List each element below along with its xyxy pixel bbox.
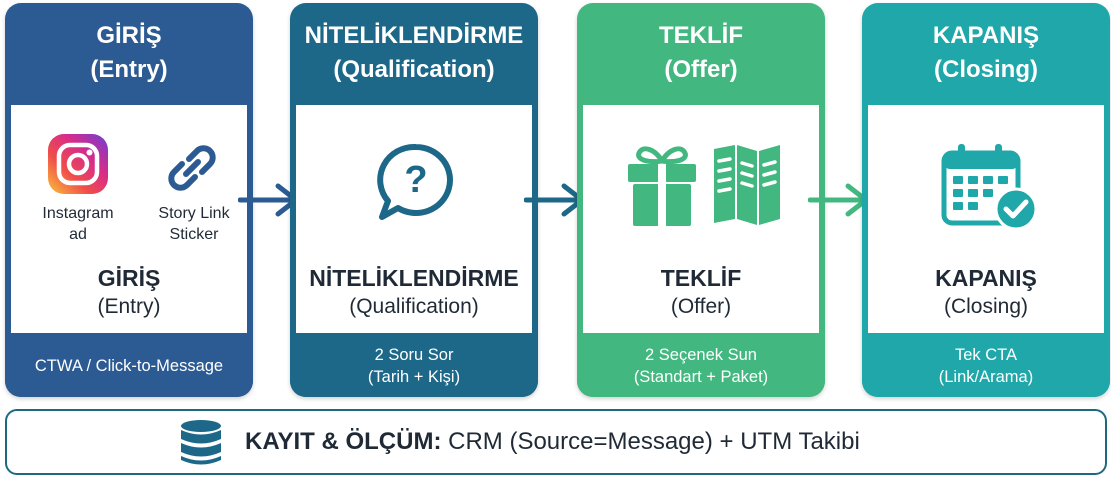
stage-header-subtitle: (Entry) (90, 55, 168, 83)
stage-header-title: NİTELİKLENDİRME (304, 21, 524, 49)
stage-card-entry: GİRİŞ (Entry) Instagram (5, 3, 253, 397)
footer-line: (Tarih + Kişi) (367, 368, 461, 386)
stage-title: GİRİŞ (97, 265, 161, 291)
stage-subtitle: (Entry) (97, 295, 161, 318)
stage-body: TEKLİF (Offer) (583, 105, 819, 333)
stage-footer: 2 Soru Sor (Tarih + Kişi) (290, 335, 538, 397)
label-line: ad (69, 226, 87, 243)
stage-header-subtitle: (Qualification) (333, 55, 495, 83)
stage-header-title: GİRİŞ (96, 21, 162, 49)
stage-card-closing: KAPANIŞ (Closing) (862, 3, 1110, 397)
stage-body: ? NİTELİKLENDİRME (Qualification) (296, 105, 532, 333)
stage-header: NİTELİKLENDİRME (Qualification) (290, 3, 538, 102)
stage-body: Instagram ad Story Link Sticker GİRİŞ (E… (11, 105, 247, 333)
brochure-icon (711, 141, 783, 232)
gift-icon (625, 139, 699, 234)
stage-subtitle: (Qualification) (349, 295, 479, 318)
stage-footer: Tek CTA (Link/Arama) (862, 335, 1110, 397)
stage-footer: 2 Seçenek Sun (Standart + Paket) (577, 335, 825, 397)
stage-header-title: KAPANIŞ (932, 21, 1040, 49)
stage-header: KAPANIŞ (Closing) (862, 3, 1110, 102)
stage-title: KAPANIŞ (935, 265, 1037, 291)
stage-header-title: TEKLİF (659, 21, 743, 49)
stage-header: TEKLİF (Offer) (577, 3, 825, 102)
footer-line: (Standart + Paket) (633, 368, 769, 386)
label-line: Instagram (42, 205, 114, 222)
stage-title: NİTELİKLENDİRME (309, 265, 519, 291)
stage-body: KAPANIŞ (Closing) (868, 105, 1104, 333)
stage-footer: CTWA / Click-to-Message (5, 335, 253, 397)
stage-card-offer: TEKLİF (Offer) (577, 3, 825, 397)
stage-header: GİRİŞ (Entry) (5, 3, 253, 102)
stage-card-qualification: NİTELİKLENDİRME (Qualification) ? NİTELİ… (290, 3, 538, 397)
instagram-icon (47, 133, 109, 200)
footer-line: CTWA / Click-to-Message (34, 357, 224, 375)
tracking-bold-label: KAYIT & ÖLÇÜM: (245, 428, 442, 455)
footer-line: 2 Seçenek Sun (645, 346, 757, 364)
footer-line: 2 Soru Sor (374, 346, 454, 364)
footer-line: (Link/Arama) (938, 368, 1034, 386)
stage-title: TEKLİF (660, 265, 742, 291)
stage-subtitle: (Closing) (943, 295, 1029, 318)
stage-header-subtitle: (Offer) (664, 55, 738, 83)
database-icon (179, 419, 223, 472)
stage-subtitle: (Offer) (670, 295, 732, 318)
calendar-check-icon (940, 141, 1040, 238)
footer-line: Tek CTA (954, 346, 1018, 364)
tracking-text: KAYIT & ÖLÇÜM: CRM (Source=Message) + UT… (245, 411, 860, 473)
svg-text:?: ? (404, 159, 427, 201)
link-icon (163, 139, 221, 202)
label-line: Sticker (169, 226, 219, 243)
question-bubble-icon: ? (374, 141, 458, 230)
stage-header-subtitle: (Closing) (934, 55, 1038, 83)
instagram-ad-label: Instagram ad (25, 203, 131, 245)
tracking-description: CRM (Source=Message) + UTM Takibi (441, 428, 860, 455)
tracking-bar: KAYIT & ÖLÇÜM: CRM (Source=Message) + UT… (5, 409, 1107, 475)
story-link-sticker-label: Story Link Sticker (139, 203, 249, 245)
label-line: Story Link (158, 205, 230, 222)
